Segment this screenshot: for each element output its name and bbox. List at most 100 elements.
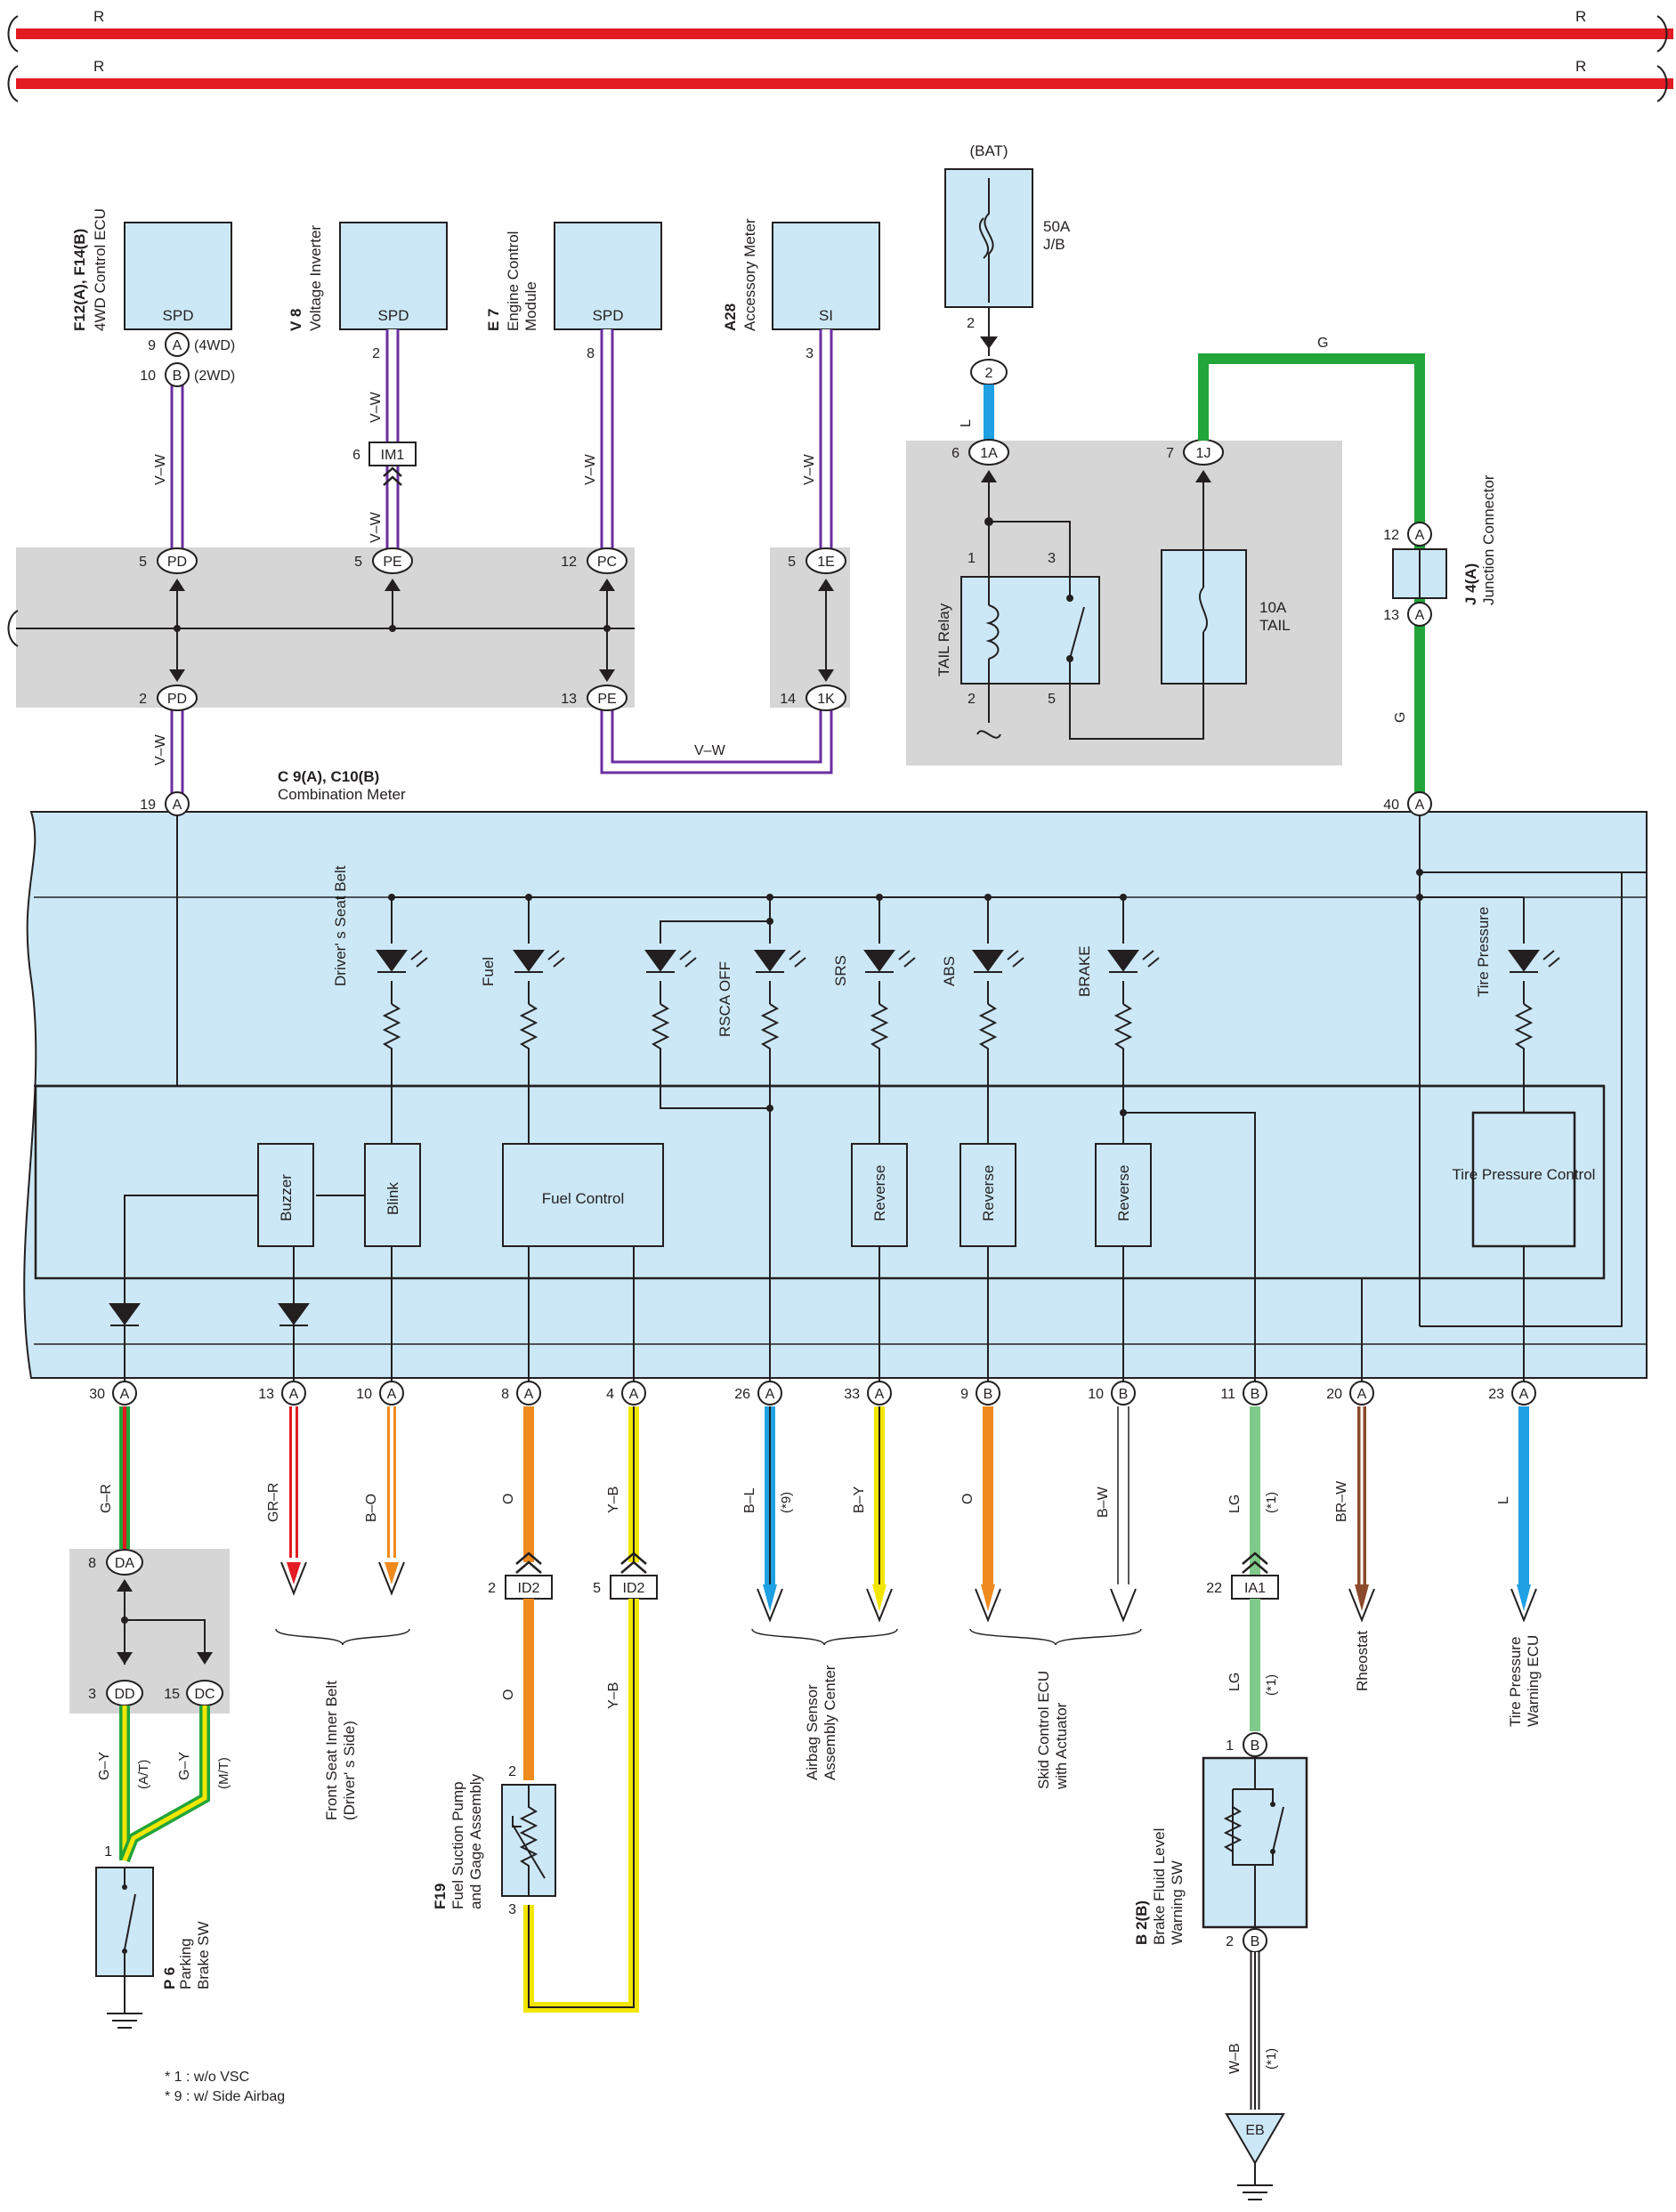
conn-1e: 1E 5: [788, 547, 846, 591]
svg-text:26: 26: [734, 1387, 750, 1402]
bottom-wire-outlines: [1117, 1406, 1129, 1584]
meter-bottom-pin: B9: [960, 1381, 1000, 1406]
svg-text:G–R: G–R: [99, 1484, 114, 1513]
svg-text:A: A: [120, 1387, 130, 1402]
svg-text:A: A: [173, 798, 182, 813]
svg-text:B: B: [984, 1387, 993, 1402]
svg-text:DC: DC: [194, 1687, 215, 1702]
meter-bottom-pin: A13: [258, 1381, 306, 1406]
wire-label-parking-l: G–Y: [97, 1752, 112, 1780]
svg-text:1A: 1A: [980, 446, 998, 461]
svg-text:(4WD): (4WD): [194, 338, 235, 353]
relay-pin-2: 2: [968, 692, 976, 707]
dest-rheostat: Rheostat: [1354, 1631, 1371, 1691]
svg-text:IM1: IM1: [381, 448, 405, 463]
note-parking-mt: (M/T): [216, 1757, 231, 1789]
svg-text:A: A: [875, 1387, 885, 1402]
svg-text:Reverse: Reverse: [871, 1165, 888, 1221]
wire-label-pe: V–W: [694, 743, 726, 758]
bottom-wire-labels: G–R GR–R B–O O Y–B B–L (*9) B–Y O B–W LG…: [99, 1480, 1511, 1522]
relay-connectors: 1A 6 1J 7: [951, 439, 1224, 482]
power-label-top-right: R: [1575, 8, 1586, 25]
conn-pe-top: PE 5: [354, 547, 413, 591]
ecm-pin: 8: [587, 346, 595, 361]
wire-label-g-top: G: [1317, 336, 1328, 351]
acc-meter-pin: 3: [806, 346, 814, 361]
meter-bottom-pin: B10: [1088, 1381, 1136, 1406]
svg-text:6: 6: [951, 446, 959, 461]
inverter-name: Voltage Inverter: [307, 225, 324, 331]
meter-bottom-pin: A20: [1326, 1381, 1374, 1406]
lamp-label-brake: BRAKE: [1076, 945, 1093, 997]
svg-text:F19: F19: [432, 1884, 449, 1909]
svg-text:O: O: [501, 1494, 516, 1504]
svg-text:A: A: [173, 338, 182, 353]
svg-text:12: 12: [1383, 528, 1399, 543]
dest-airbag-2: Assembly Center: [822, 1665, 838, 1780]
svg-text:O: O: [960, 1494, 976, 1504]
note-parking-at: (A/T): [136, 1760, 151, 1789]
meter-bottom-pin: A 33: [844, 1381, 892, 1406]
svg-text:Buzzer: Buzzer: [278, 1174, 295, 1221]
svg-text:GR–R: GR–R: [266, 1483, 281, 1522]
meter-pin-40: A 40: [1383, 791, 1432, 816]
svg-text:L: L: [1496, 1496, 1511, 1504]
svg-text:A: A: [1415, 528, 1425, 543]
brake-fluid-switch: B 1 B 2 B 2(B) Brake Fluid Level Warning…: [1133, 1732, 1308, 1953]
svg-text:Brake SW: Brake SW: [195, 1921, 212, 1989]
dest-front-seat-belt-2: (Driver' s Side): [341, 1721, 358, 1820]
meter-bottom-pin: A8: [501, 1381, 541, 1406]
svg-text:and Gage Assembly: and Gage Assembly: [467, 1773, 484, 1909]
svg-text:33: 33: [844, 1387, 860, 1402]
wire-label-inverter-2: V–W: [368, 511, 384, 543]
meter-wiring: [124, 815, 1647, 1393]
svg-text:8: 8: [501, 1387, 509, 1402]
wire-arrow-tips: [280, 1561, 1537, 1623]
module-fuel-control: Fuel Control: [502, 1143, 664, 1247]
svg-text:Blink: Blink: [385, 1182, 401, 1215]
acc-meter-id: A28: [722, 304, 739, 331]
pin-4wd-a: A 9 (4WD): [148, 332, 235, 357]
svg-text:Tire Pressure Control: Tire Pressure Control: [1453, 1166, 1596, 1183]
accessory-meter: SI A28 Accessory Meter: [722, 218, 880, 331]
svg-text:A: A: [1415, 798, 1425, 813]
svg-text:7: 7: [1166, 446, 1174, 461]
svg-text:Combination Meter: Combination Meter: [278, 786, 406, 803]
parking-pin: 1: [104, 1844, 112, 1860]
relay-name: TAIL Relay: [935, 603, 952, 677]
meter-bottom-pin: A10: [356, 1381, 404, 1406]
meter-bottom-pin: A26: [734, 1381, 782, 1406]
svg-text:PE: PE: [597, 692, 616, 707]
junction-dots: [174, 625, 611, 632]
wire-label-pd: V–W: [153, 733, 168, 766]
svg-text:10: 10: [356, 1387, 372, 1402]
led-symbols: [376, 950, 1540, 973]
wire-label-parking-r: G–Y: [177, 1752, 192, 1780]
dest-skid-2: with Actuator: [1053, 1702, 1070, 1790]
svg-text:5: 5: [139, 555, 147, 570]
conn-1k: 1K 14: [780, 669, 846, 711]
svg-text:EB: EB: [1245, 2123, 1264, 2138]
junction-pins: PD 5 PE 5 PC 12 1E 5 PD 2: [139, 547, 846, 711]
module-reverse-2: Reverse: [959, 1143, 1016, 1247]
dest-tpw-2: Warning ECU: [1525, 1635, 1542, 1727]
svg-text:A: A: [1415, 608, 1425, 623]
inverter-id: V 8: [287, 308, 304, 331]
relay-pin-1: 1: [968, 551, 976, 566]
dest-airbag-1: Airbag Sensor: [804, 1684, 821, 1780]
fuel-pump-gage: F19 Fuel Suction Pump and Gage Assembly: [432, 1773, 556, 1909]
svg-text:10: 10: [140, 369, 156, 384]
conn-pe-bottom: PE 13: [561, 669, 627, 711]
bat-fuse: (BAT) 50A J/B 2 2: [944, 142, 1071, 385]
svg-text:6: 6: [352, 448, 360, 463]
svg-text:PE: PE: [383, 555, 401, 570]
power-label-top-left: R: [93, 8, 104, 25]
svg-text:11: 11: [1220, 1387, 1235, 1402]
svg-text:B: B: [1251, 1387, 1260, 1402]
fuel-joints: ID2 2 ID2 5: [488, 1552, 658, 1600]
bat-fuse-location: J/B: [1043, 236, 1065, 253]
wire-arrow-heads: [287, 1562, 1531, 1611]
svg-text:A: A: [1357, 1387, 1367, 1402]
svg-text:PC: PC: [597, 555, 617, 570]
